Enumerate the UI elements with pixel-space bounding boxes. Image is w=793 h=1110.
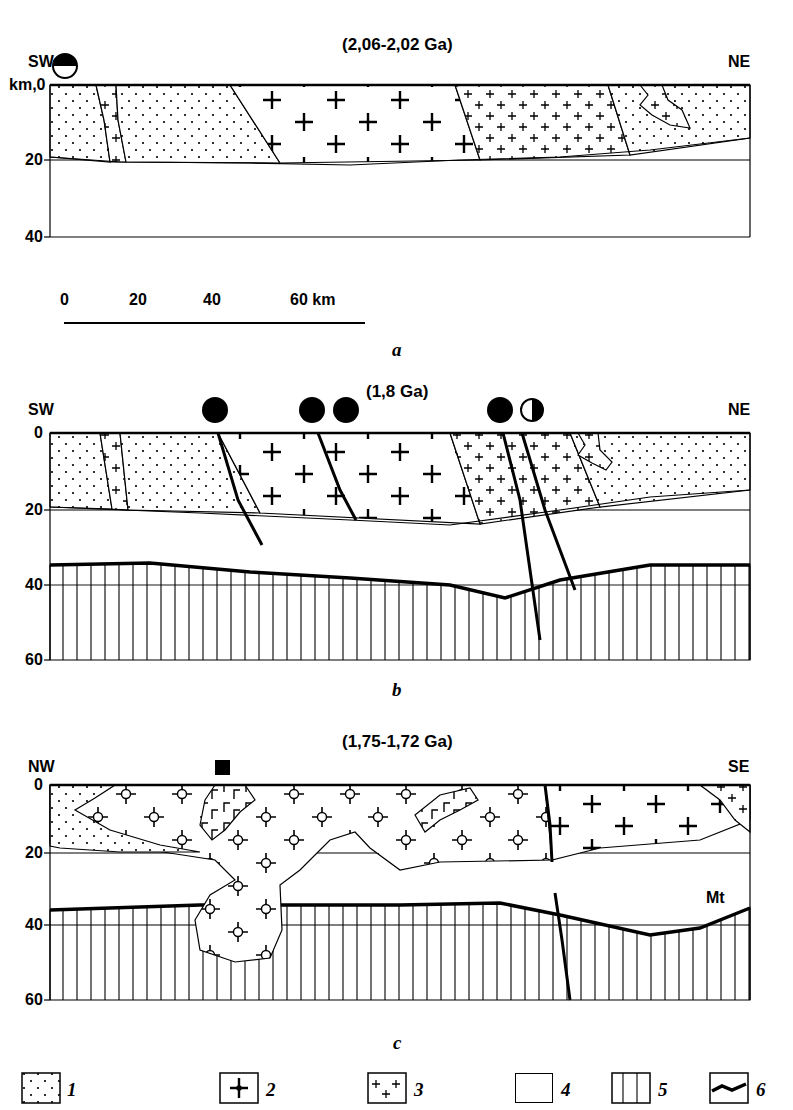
depth-axis-label: 40 bbox=[25, 916, 43, 934]
legend-samples bbox=[22, 1073, 748, 1103]
scale-bar-label: 40 bbox=[203, 291, 221, 309]
depth-axis-label: 60 bbox=[25, 651, 43, 669]
direction-label: NE bbox=[728, 401, 750, 419]
depth-axis-label: 0 bbox=[34, 424, 43, 442]
depth-axis-label: 40 bbox=[25, 576, 43, 594]
legend-number: 6 bbox=[756, 1080, 766, 1101]
panel-letter: b bbox=[392, 680, 402, 701]
moho-label: Mt bbox=[704, 889, 727, 907]
legend-swatch bbox=[515, 1073, 553, 1103]
panel-letter: a bbox=[392, 340, 402, 361]
square-symbol bbox=[215, 760, 230, 775]
direction-label: SW bbox=[28, 53, 54, 71]
scale-bar-label: 0 bbox=[60, 291, 69, 309]
scale-bar-label: 60 km bbox=[290, 291, 335, 309]
panel-age-title: (1,75-1,72 Ga) bbox=[342, 733, 453, 752]
direction-label: SE bbox=[728, 758, 749, 776]
legend-number: 3 bbox=[414, 1080, 424, 1101]
depth-axis-label: 0 bbox=[34, 776, 43, 794]
depth-axis-label: 20 bbox=[25, 844, 43, 862]
panel-age-title: (2,06-2,02 Ga) bbox=[342, 36, 453, 55]
depth-axis-label: 60 bbox=[25, 991, 43, 1009]
panel-letter: c bbox=[393, 1033, 401, 1054]
legend-number: 5 bbox=[658, 1080, 668, 1101]
legend-number: 2 bbox=[266, 1080, 276, 1101]
depth-axis-label: 40 bbox=[25, 228, 43, 246]
depth-axis-label: 20 bbox=[25, 501, 43, 519]
depth-axis-label: km,0 bbox=[9, 76, 45, 94]
direction-label: NE bbox=[728, 53, 750, 71]
legend-number: 1 bbox=[67, 1080, 77, 1101]
panel-age-title: (1,8 Ga) bbox=[366, 383, 428, 402]
depth-axis-label: 20 bbox=[25, 151, 43, 169]
direction-label: NW bbox=[28, 758, 55, 776]
scale-bar-label: 20 bbox=[129, 291, 147, 309]
half-circle-symbol bbox=[53, 54, 77, 78]
direction-label: SW bbox=[28, 401, 54, 419]
legend-number: 4 bbox=[561, 1080, 571, 1101]
